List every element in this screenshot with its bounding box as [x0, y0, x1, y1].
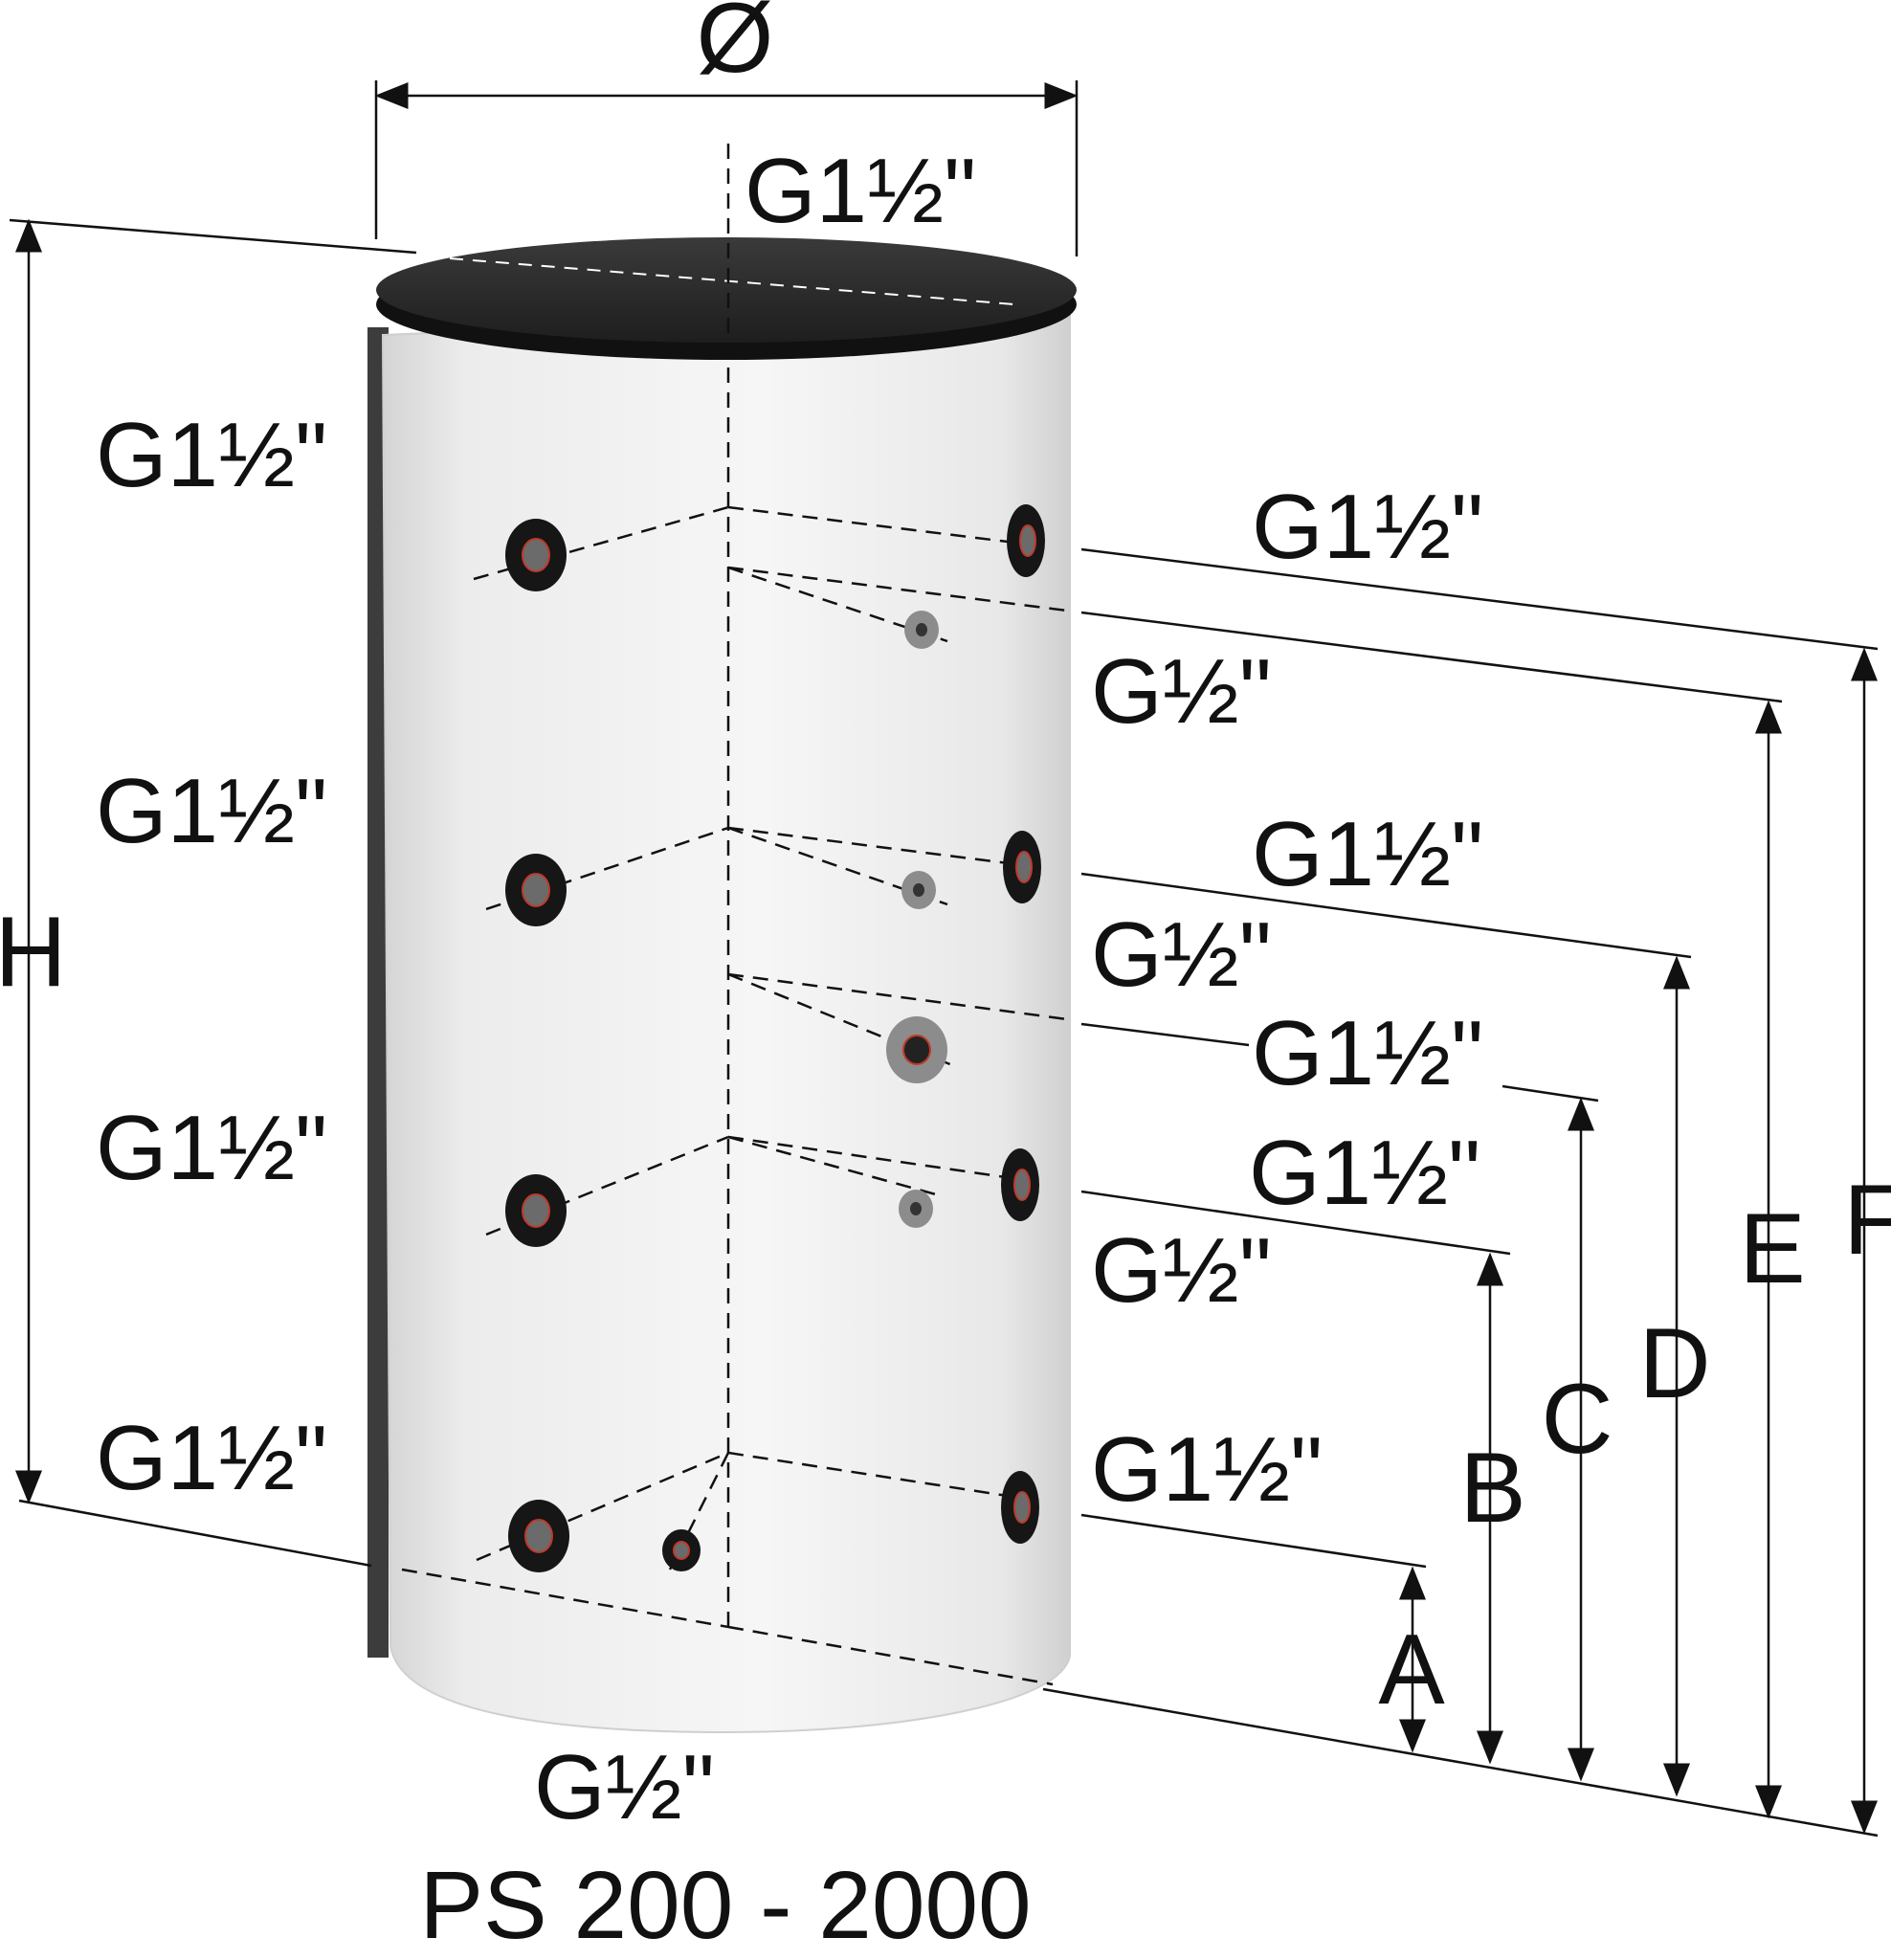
conn-right-3-label: G1½"	[1252, 803, 1483, 905]
dimension-arrows	[15, 82, 1878, 1835]
conn-right-1-label: G1½"	[1252, 476, 1483, 578]
conn-right-2-label: G½"	[1091, 640, 1272, 743]
dimension-e-label: E	[1739, 1193, 1805, 1304]
conn-top-label: G1½"	[745, 140, 976, 242]
conn-left-4-label: G1½"	[96, 1407, 327, 1509]
conn-left-2-label: G1½"	[96, 760, 327, 862]
conn-left-1-label: G1½"	[96, 404, 327, 506]
height-label: H	[0, 897, 67, 1008]
conn-right-6-label: G1½"	[1249, 1122, 1480, 1224]
product-title: PS 200 - 2000	[419, 1852, 1031, 1959]
dimension-d-label: D	[1638, 1308, 1710, 1419]
leader-lines	[9, 80, 1879, 1838]
lid-centerline	[449, 257, 1015, 305]
tank-body	[381, 304, 1071, 1734]
dimension-b-label: B	[1459, 1433, 1525, 1544]
tank-seam-strip	[367, 327, 389, 1658]
dimension-a-label: A	[1378, 1615, 1445, 1726]
ports	[505, 504, 1045, 1572]
dimension-labels: Ø H A B C D E F	[0, 0, 1891, 1726]
conn-bottom-label: G½"	[534, 1736, 715, 1838]
conn-right-5-label: G1½"	[1252, 1002, 1483, 1104]
conn-right-8-label: G1½"	[1091, 1418, 1323, 1521]
tank	[367, 237, 1077, 1734]
dimension-f-label: F	[1843, 1165, 1891, 1276]
dimension-c-label: C	[1541, 1364, 1613, 1475]
conn-right-4-label: G½"	[1091, 903, 1272, 1006]
tank-lid	[376, 237, 1077, 343]
connection-labels: G1½" G1½" G1½" G1½" G1½" G1½" G½" G1½" G…	[96, 140, 1483, 1838]
conn-left-3-label: G1½"	[96, 1097, 327, 1199]
diameter-label: Ø	[697, 0, 774, 94]
conn-right-7-label: G½"	[1091, 1219, 1272, 1322]
